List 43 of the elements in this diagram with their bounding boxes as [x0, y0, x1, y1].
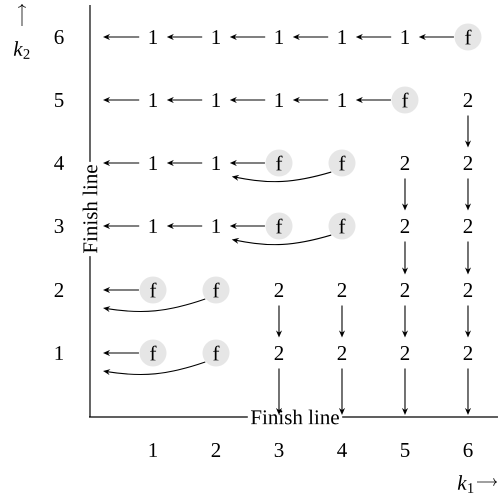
- cell-value: 2: [400, 346, 410, 360]
- axis-label: k$_{1}$: [458, 475, 474, 493]
- circled-cell: f: [140, 276, 166, 304]
- cell-value: 1: [212, 156, 220, 170]
- cell-value: 1: [150, 156, 157, 170]
- circled-cell: f: [328, 212, 356, 240]
- cell-value: 1: [276, 30, 283, 44]
- tick-label: 1: [56, 346, 63, 360]
- circled-cell: f: [392, 86, 418, 114]
- cell-value: 2: [338, 283, 346, 297]
- axis-label: k$_{2}$: [14, 41, 30, 59]
- cell-value: 2: [464, 156, 472, 170]
- tick-label: 3: [54, 218, 64, 234]
- cell-value: 1: [150, 219, 157, 233]
- cell-value: 2: [400, 219, 410, 233]
- cell-value: 2: [464, 93, 472, 107]
- cell-value: 1: [212, 93, 220, 107]
- circled-cell: f: [454, 24, 482, 50]
- cell-value: 1: [276, 93, 283, 107]
- circled-cell: f: [202, 340, 230, 366]
- circled-cell: f: [266, 150, 292, 176]
- cell-value: 2: [400, 283, 410, 297]
- cell-value: 2: [274, 346, 284, 360]
- cell-value: 1: [402, 30, 409, 44]
- circled-cell: f: [328, 150, 356, 176]
- circled-cell: f: [266, 212, 292, 240]
- cell-value: 1: [212, 30, 220, 44]
- cell-value: 1: [212, 219, 220, 233]
- cell-value: 2: [400, 156, 410, 170]
- cell-value: 1: [150, 30, 157, 44]
- cell-value: 1: [338, 93, 346, 107]
- cell-value: 1: [338, 30, 346, 44]
- tick-label: 2: [54, 283, 64, 297]
- cell-value: 2: [274, 283, 284, 297]
- circled-cell: f: [140, 340, 166, 366]
- cell-value: 1: [150, 93, 157, 107]
- cell-value: 2: [464, 219, 472, 233]
- circled-cell: f: [202, 276, 230, 304]
- cell-value: 2: [464, 346, 472, 360]
- tick-label: 1: [150, 443, 157, 457]
- cell-value: 2: [464, 283, 472, 297]
- cell-value: 2: [338, 346, 346, 360]
- tick-label: 5: [54, 93, 64, 107]
